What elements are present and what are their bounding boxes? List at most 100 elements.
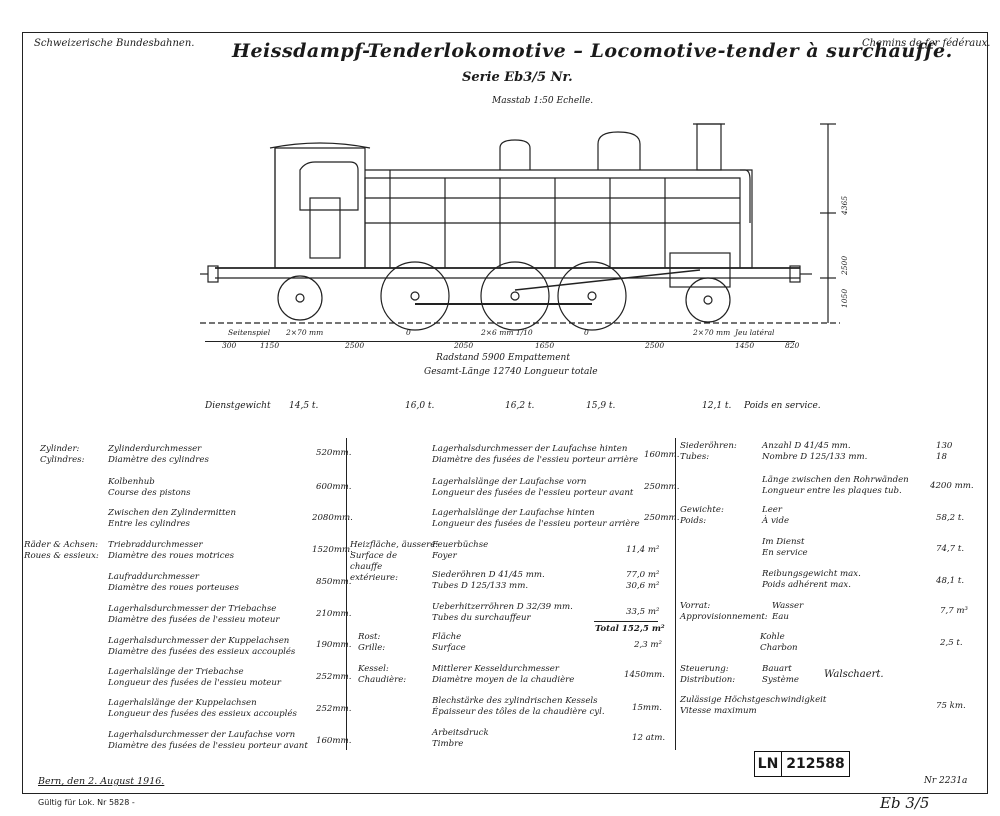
spec-value: 1450mm.	[624, 670, 665, 680]
spec-de: Zulässige Höchstgeschwindigkeit	[680, 695, 827, 705]
spec-value: 2,3 m²	[634, 640, 662, 650]
spec-value: 250mm.	[644, 513, 680, 523]
group-label-fr: Approvisionnement:	[680, 612, 768, 622]
group-label-fr: Chaudière:	[358, 675, 407, 685]
spec-fr: Diamètre des fusées de l'essieu moteur	[108, 615, 280, 625]
dim-value: 820	[785, 341, 800, 350]
handwritten-note: Eb 3/5	[880, 794, 930, 812]
weight-label-fr: Poids en service.	[744, 401, 821, 411]
spec-value: 15mm.	[632, 703, 662, 713]
spec-fr: Diamètre des fusées de l'essieu porteur …	[108, 741, 308, 751]
spec-de: Länge zwischen den Rohrwänden	[762, 475, 909, 485]
dim-seitenspiel: Seitenspiel	[228, 328, 271, 337]
group-label: Kessel:	[358, 664, 389, 674]
group-label-fr: Tubes:	[680, 452, 710, 462]
spec-fr: Tubes du surchauffeur	[432, 613, 531, 623]
spec-de: Ueberhitzerröhren D 32/39 mm.	[432, 602, 573, 612]
column-divider	[675, 438, 676, 750]
dim-value: 2050	[454, 341, 474, 350]
group-label: Gewichte:	[680, 505, 724, 515]
spec-value: 252mm.	[316, 672, 352, 682]
spec-de: Laufraddurchmesser	[108, 572, 200, 582]
scale-label: Masstab 1:50 Echelle.	[492, 96, 594, 106]
locomotive-drawing	[200, 123, 840, 331]
spec-value: 33,5 m²	[626, 607, 660, 617]
group-label-fr: Grille:	[358, 643, 386, 653]
spec-de: Blechstärke des zylindrischen Kessels	[432, 696, 598, 706]
heating-total: Total 152,5 m²	[595, 624, 665, 634]
spec-de: Zwischen den Zylindermitten	[108, 508, 237, 518]
spec-value: 77,0 m²	[626, 570, 660, 580]
spec-value: 160mm.	[644, 450, 680, 460]
spec-fr: Timbre	[432, 739, 464, 749]
dim-height-total: 4365	[840, 195, 849, 215]
spec-value: 210mm.	[316, 609, 352, 619]
spec-fr: Longueur entre les plaques tub.	[762, 486, 902, 496]
group-label: Siederöhren:	[680, 441, 737, 451]
series-label: Serie Eb3/5 Nr.	[462, 70, 573, 85]
spec-fr: Longueur des fusées de l'essieu moteur	[108, 678, 282, 688]
axle-weight: 16,0 t.	[405, 401, 435, 411]
spec-fr: Vitesse maximum	[680, 706, 757, 716]
total-rule	[594, 621, 658, 622]
spec-value: 58,2 t.	[936, 513, 965, 523]
spec-value: 4200 mm.	[930, 481, 974, 491]
spec-de: Im Dienst	[762, 537, 805, 547]
spec-de: Reibungsgewicht max.	[762, 569, 861, 579]
group-label-fr: Roues & essieux:	[24, 551, 99, 561]
stamp-prefix: LN	[755, 752, 782, 776]
spec-fr: Poids adhérent max.	[762, 580, 852, 590]
spec-fr: Longueur des fusées de l'essieu porteur …	[432, 488, 634, 498]
spec-de: Lagerhalslänge der Laufachse vorn	[432, 477, 587, 487]
group-label-fr: Poids:	[680, 516, 707, 526]
spec-value: 1520mm.	[312, 545, 353, 555]
weight-label-de: Dienstgewicht	[205, 401, 271, 411]
spec-fr: Nombre D 125/133 mm.	[762, 452, 868, 462]
axle-weight: 15,9 t.	[586, 401, 616, 411]
spec-fr: Longueur des fusées de l'essieu porteur …	[432, 519, 640, 529]
spec-value: 7,7 m³	[940, 606, 968, 616]
spec-value: 48,1 t.	[936, 576, 965, 586]
dim-l2: 0	[406, 328, 411, 337]
spec-value: 75 km.	[936, 701, 966, 711]
spec-fr: Entre les cylindres	[108, 519, 190, 529]
spec-fr: Diamètre des roues porteuses	[108, 583, 239, 593]
spec-value: 12 atm.	[632, 733, 666, 743]
spec-value: 160mm.	[316, 736, 352, 746]
spec-de: Zylinderdurchmesser	[108, 444, 202, 454]
spec-fr: Surface	[432, 643, 466, 653]
group-label: Räder & Achsen:	[24, 540, 99, 550]
spec-value: 2080mm.	[312, 513, 353, 523]
group-label: Vorrat:	[680, 601, 711, 611]
axle-weight: 14,5 t.	[289, 401, 319, 411]
spec-de: Wasser	[772, 601, 804, 611]
spec-fr: Longueur des fusées des essieux accouplé…	[108, 709, 297, 719]
drawing-frame	[22, 32, 988, 794]
header-left: Schweizerische Bundesbahnen.	[34, 38, 195, 49]
spec-fr: Diamètre des fusées des essieux accouplé…	[108, 647, 296, 657]
spec-fr: Diamètre des cylindres	[108, 455, 209, 465]
spec-de: Kolbenhub	[108, 477, 155, 487]
spec-fr: Charbon	[760, 643, 798, 653]
spec-value: 600mm.	[316, 482, 352, 492]
spec-fr: Diamètre des roues motrices	[108, 551, 235, 561]
archive-stamp: LN 212588	[754, 751, 850, 777]
dim-value: 1150	[260, 341, 280, 350]
header-right: Chemins de fer fédéraux.	[862, 38, 991, 49]
spec-fr: Course des pistons	[108, 488, 191, 498]
spec-de: Triebraddurchmesser	[108, 540, 203, 550]
spec-fr: À vide	[762, 516, 790, 526]
spec-value: 11,4 m²	[626, 545, 660, 555]
spec-de: Kohle	[760, 632, 785, 642]
spec-de: Leer	[762, 505, 782, 515]
page-title: Heissdampf-Tenderlokomotive – Locomotive…	[232, 40, 953, 62]
group-label-fr: Distribution:	[680, 675, 736, 685]
spec-fr: Diamètre des fusées de l'essieu porteur …	[432, 455, 639, 465]
validity-note: Gültig für Lok. Nr 5828 -	[38, 798, 135, 807]
spec-fr: Eau	[772, 612, 789, 622]
sheet-number: Nr 2231a	[924, 776, 968, 786]
dim-l1: 2×70 mm	[286, 328, 324, 337]
column-divider	[346, 438, 347, 750]
spec-fr: Système	[762, 675, 799, 685]
dim-l5: 2×70 mm	[693, 328, 731, 337]
